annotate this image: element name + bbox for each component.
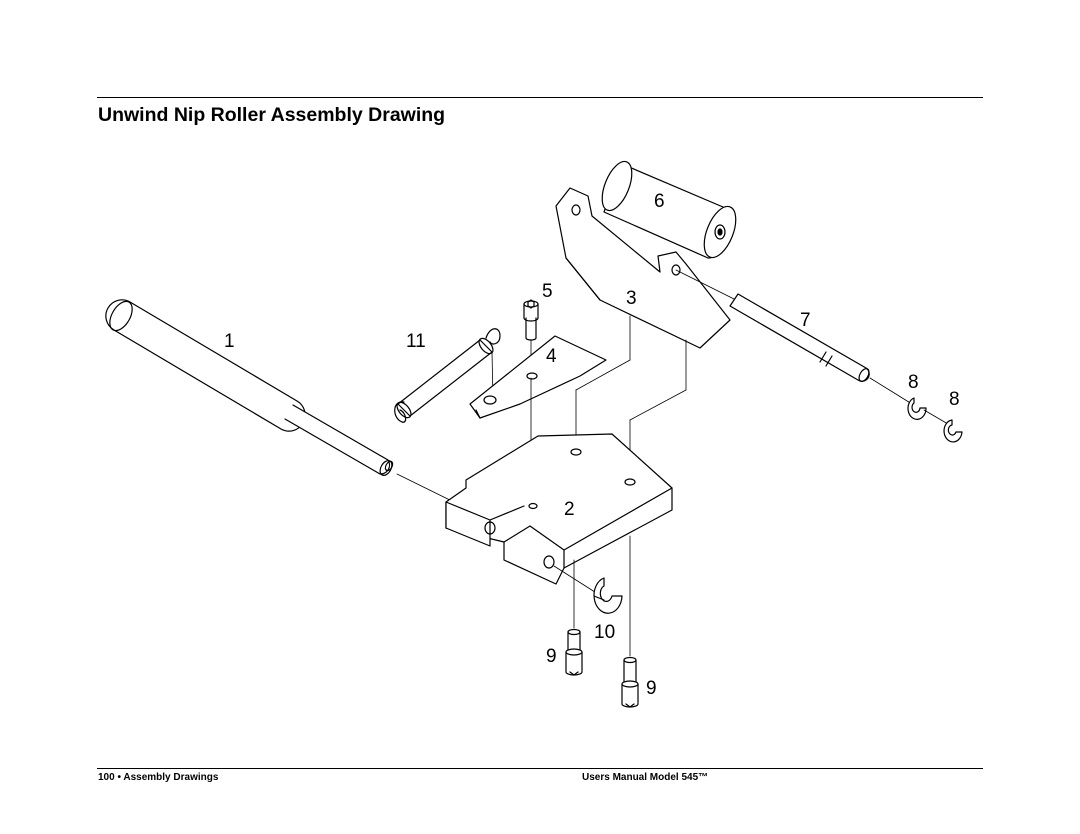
callout-10: 10 (594, 622, 615, 643)
callout-7: 7 (800, 310, 811, 331)
part-shaft (105, 299, 463, 507)
part-spring (394, 328, 501, 423)
callout-8a: 8 (908, 372, 919, 393)
part-eclip-8a (907, 397, 949, 425)
header-rule (97, 97, 983, 98)
callout-4: 4 (546, 346, 557, 367)
callout-3: 3 (626, 288, 637, 309)
part-eclip-8b (943, 419, 963, 443)
callout-5: 5 (542, 281, 553, 302)
part-screw-5 (523, 299, 539, 371)
callout-1: 1 (224, 331, 235, 352)
footer-rule (97, 768, 983, 769)
part-pin (675, 269, 913, 405)
callout-11: 11 (406, 331, 426, 352)
callout-6: 6 (654, 191, 665, 212)
part-plate (469, 335, 607, 501)
footer-manual-title: Users Manual Model 545™ (582, 772, 709, 783)
callout-9a: 9 (546, 646, 557, 667)
part-screw-9a (565, 628, 583, 676)
part-screw-9b (621, 656, 639, 708)
page-title: Unwind Nip Roller Assembly Drawing (98, 104, 446, 126)
part-bracket (555, 187, 731, 479)
callout-8b: 8 (949, 389, 960, 410)
part-eclip-10 (593, 577, 623, 614)
part-roller (601, 160, 737, 259)
callout-2: 2 (564, 499, 575, 520)
part-base-block (445, 433, 673, 657)
callout-9b: 9 (646, 678, 657, 699)
footer-section-label: 100 • Assembly Drawings (98, 772, 219, 783)
